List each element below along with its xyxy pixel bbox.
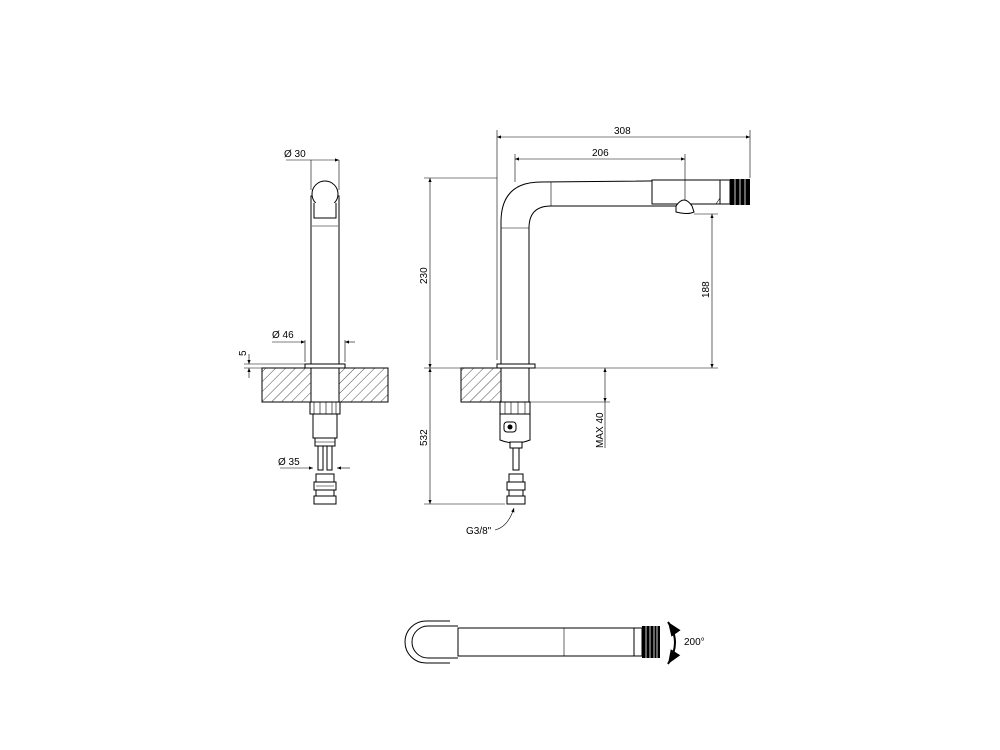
side-counter-slab	[261, 367, 389, 403]
dim-overall-length: 308	[496, 126, 751, 360]
callout-connection-thread-label: G3/8"	[466, 526, 492, 537]
dim-pipe-diameter: Ø 30	[284, 149, 340, 190]
front-spout	[648, 179, 750, 214]
dim-spout-length-label: 206	[592, 148, 609, 159]
top-view: 200°	[404, 620, 705, 665]
callout-connection-thread: G3/8"	[466, 507, 515, 537]
dim-base-diameter: Ø 46	[272, 330, 355, 362]
dim-base-diameter-label: Ø 46	[272, 330, 294, 341]
dim-spout-height-label: 188	[701, 281, 712, 298]
front-counter-slab	[460, 367, 610, 403]
dim-base-height-label: 5	[238, 350, 249, 356]
side-pipe	[310, 195, 340, 365]
front-base-plate	[496, 363, 536, 369]
dim-base-height: 5	[238, 350, 305, 378]
top-spout	[457, 627, 635, 657]
side-head	[311, 180, 339, 227]
dim-shank-diameter: Ø 35	[278, 457, 350, 470]
dim-below-counter-label: 532	[419, 429, 430, 446]
dim-max-thickness: MAX 40	[595, 368, 607, 448]
side-shank	[309, 401, 341, 447]
dim-overall-height-label: 230	[419, 267, 430, 284]
dim-max-thickness-label: MAX 40	[595, 412, 606, 448]
top-spout-nozzle	[642, 626, 660, 658]
side-view: Ø 30 Ø 46 5 Ø 35	[238, 149, 389, 505]
swivel-angle-label: 200°	[684, 637, 705, 648]
dim-pipe-diameter-label: Ø 30	[284, 149, 306, 160]
side-base-plate	[304, 363, 346, 369]
dim-overall-height: 230	[419, 177, 497, 369]
dim-overall-length-label: 308	[614, 126, 631, 137]
dim-shank-diameter-label: Ø 35	[278, 457, 300, 468]
front-shank	[499, 401, 531, 505]
dim-spout-length: 206	[514, 148, 686, 200]
dim-spout-height: 188	[610, 213, 718, 369]
front-body	[500, 179, 751, 364]
front-view: 308 206 230 188 532	[419, 126, 751, 537]
dim-below-counter: 532	[419, 368, 505, 505]
swivel-arrow: 200°	[667, 621, 705, 665]
side-supply-hoses	[313, 445, 337, 505]
